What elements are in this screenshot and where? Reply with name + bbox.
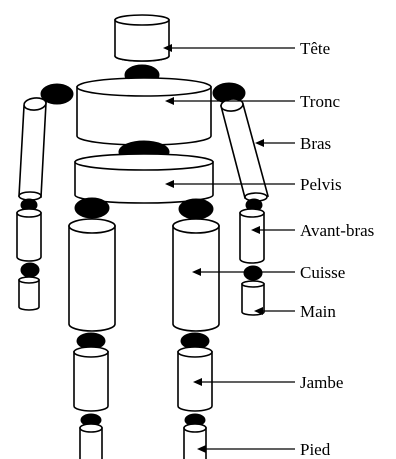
head-segment — [115, 15, 169, 61]
segment-labels: Tête Tronc Bras Pelvis Avant-bras Cuisse… — [300, 39, 374, 459]
right-wrist-joint — [244, 266, 262, 280]
label-tete: Tête — [300, 39, 330, 58]
left-lower-leg-segment — [74, 347, 108, 411]
left-upper-arm-segment — [19, 97, 47, 200]
label-pied: Pied — [300, 440, 331, 459]
left-hip-joint — [75, 198, 109, 218]
left-wrist-joint — [21, 263, 39, 277]
right-lower-leg-segment — [178, 347, 212, 411]
label-tronc: Tronc — [300, 92, 340, 111]
left-hand-segment — [19, 277, 39, 310]
pelvis-segment — [75, 154, 213, 203]
label-main: Main — [300, 302, 336, 321]
right-forearm-segment — [240, 209, 264, 263]
left-foot-segment — [80, 424, 102, 459]
label-cuisse: Cuisse — [300, 263, 345, 282]
right-upper-arm-segment — [220, 98, 268, 201]
label-bras: Bras — [300, 134, 331, 153]
right-hip-joint — [179, 199, 213, 219]
left-thigh-segment — [69, 219, 115, 331]
right-foot-segment — [184, 424, 206, 459]
label-jambe: Jambe — [300, 373, 343, 392]
label-pelvis: Pelvis — [300, 175, 342, 194]
left-forearm-segment — [17, 209, 41, 261]
trunk-segment — [77, 78, 211, 145]
right-thigh-segment — [173, 219, 219, 331]
label-avant-bras: Avant-bras — [300, 221, 374, 240]
